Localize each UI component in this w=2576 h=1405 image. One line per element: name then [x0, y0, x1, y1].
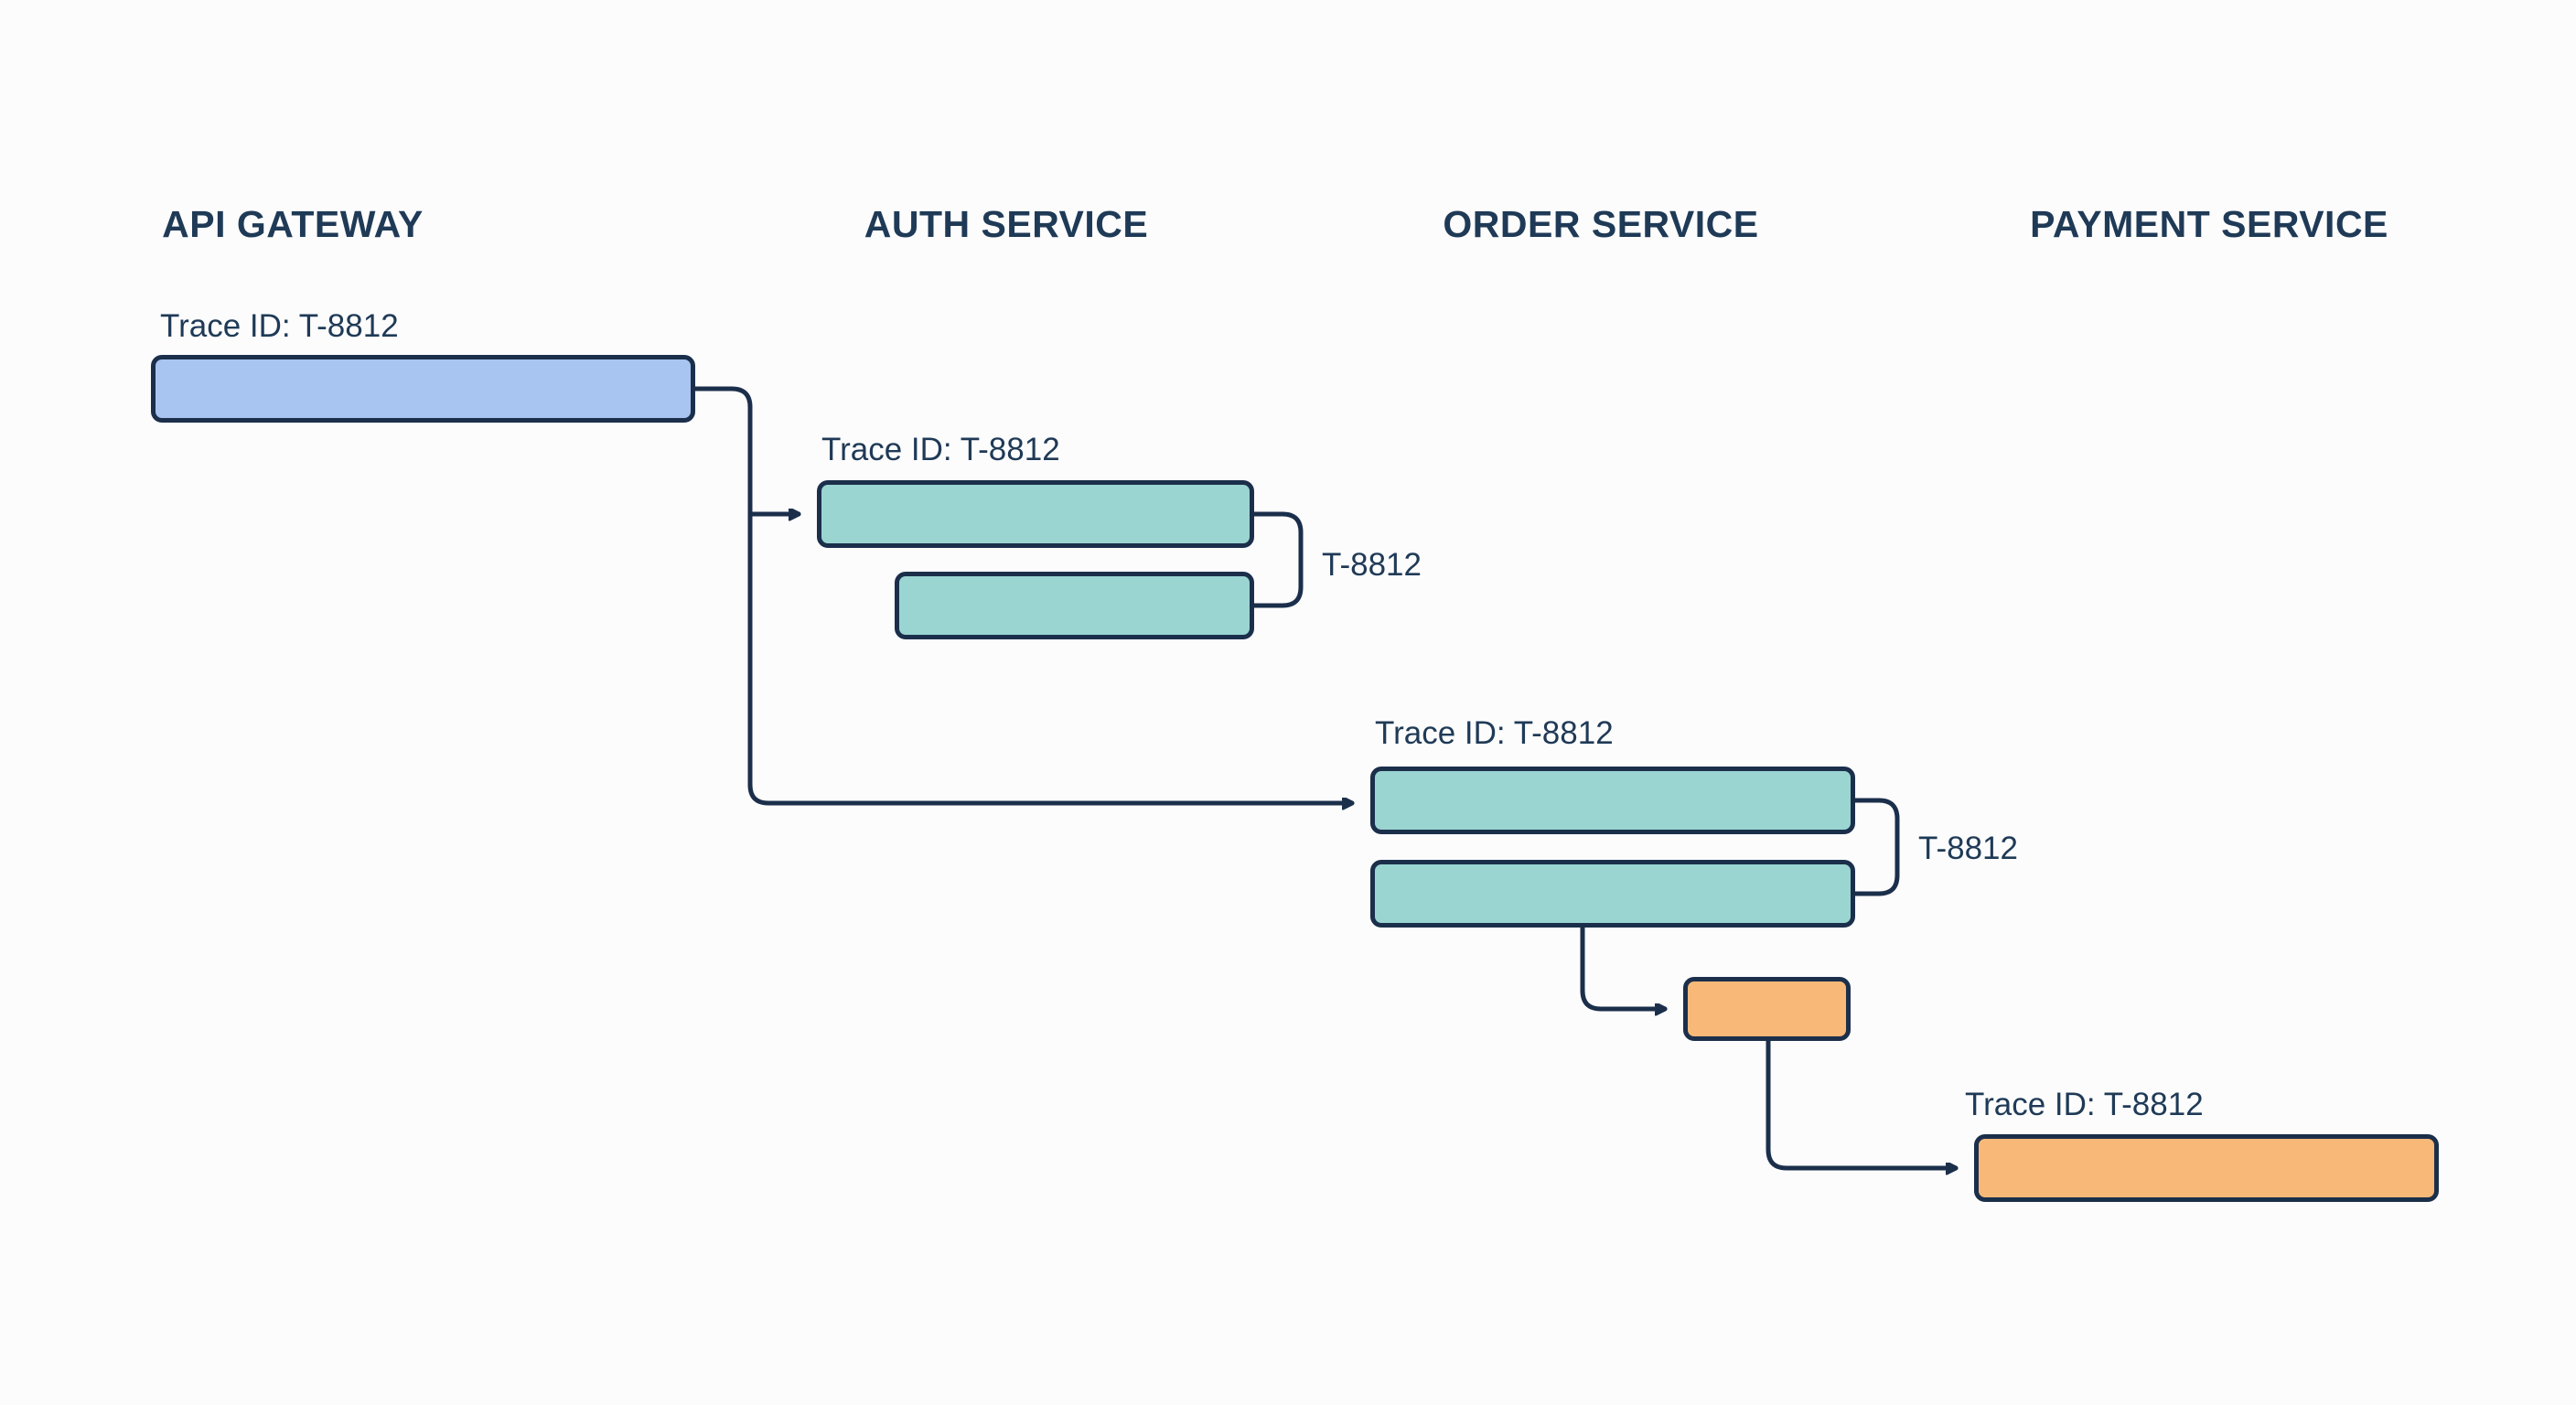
bracket-label-auth-service: T-8812 [1322, 547, 1422, 583]
edge-gateway-to-auth [692, 386, 801, 514]
trace-label-order-service: Trace ID: T-8812 [1375, 715, 1614, 751]
span-order-secondary[interactable] [1370, 860, 1855, 928]
edge-child-to-payment [1766, 1038, 1959, 1168]
bracket-label-order-service: T-8812 [1918, 831, 2018, 866]
edge-gateway-to-order [747, 511, 1355, 803]
trace-label-api-gateway: Trace ID: T-8812 [160, 308, 399, 344]
span-auth-secondary[interactable] [895, 572, 1254, 639]
bracket-auth [1251, 511, 1304, 608]
trace-label-auth-service: Trace ID: T-8812 [821, 432, 1060, 467]
edge-order-to-child [1580, 925, 1668, 1009]
span-payment-root[interactable] [1974, 1134, 2439, 1202]
span-auth-primary[interactable] [817, 480, 1254, 548]
lane-header-auth-service: AUTH SERVICE [864, 203, 1149, 245]
bracket-order [1852, 798, 1900, 896]
span-api-gateway-root[interactable] [151, 355, 695, 423]
span-order-primary[interactable] [1370, 767, 1855, 834]
trace-label-payment-service: Trace ID: T-8812 [1965, 1087, 2204, 1122]
lane-header-api-gateway: API GATEWAY [162, 203, 424, 245]
lane-header-order-service: ORDER SERVICE [1443, 203, 1759, 245]
lane-header-payment-service: PAYMENT SERVICE [2030, 203, 2388, 245]
span-order-child[interactable] [1683, 977, 1851, 1041]
